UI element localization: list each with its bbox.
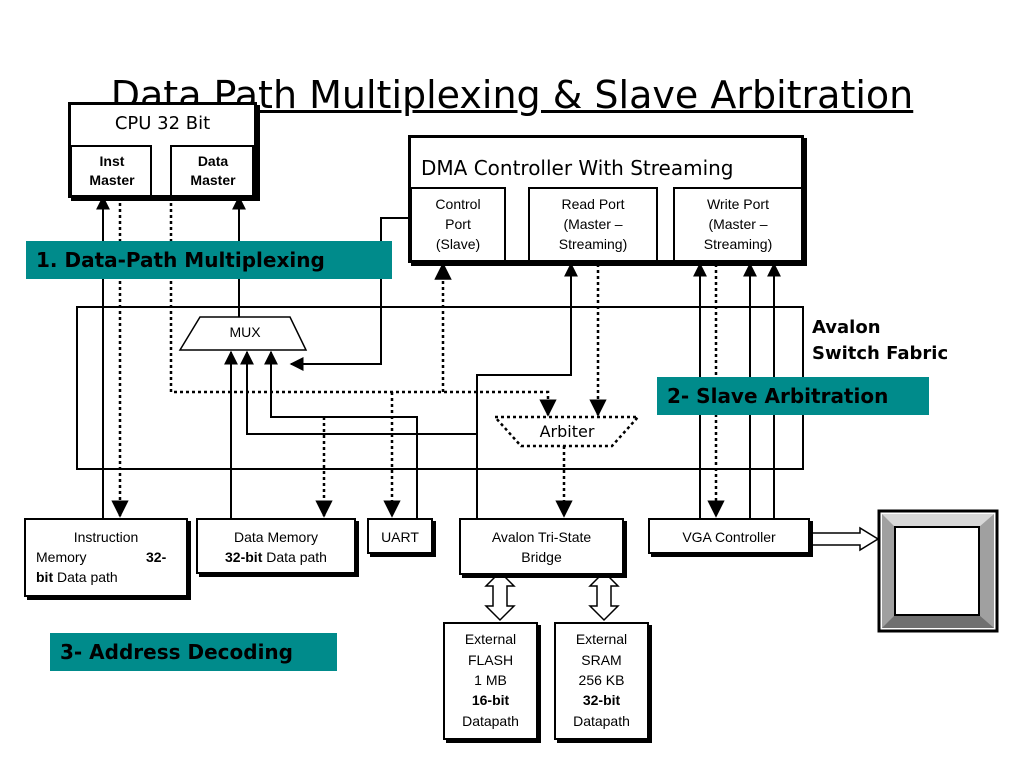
tristate-bridge-line1: Avalon Tri-State — [491, 529, 592, 545]
write-port-box: Write Port (Master – Streaming) — [673, 187, 803, 262]
sram-line2: SRAM — [581, 652, 622, 668]
data-memory-line1: Data Memory — [233, 529, 319, 545]
read-port-line3: Streaming) — [558, 236, 628, 252]
wire-control-port-to-mux — [289, 217, 409, 371]
cpu-label: CPU 32 Bit — [114, 113, 211, 134]
tristate-bridge-line2: Bridge — [521, 549, 562, 565]
write-port-line3: Streaming) — [703, 236, 773, 252]
sram-line3: 256 KB — [578, 672, 625, 688]
read-port-box: Read Port (Master – Streaming) — [528, 187, 658, 262]
write-port-line1: Write Port — [707, 196, 769, 212]
control-port-line1: Control — [435, 196, 481, 212]
control-port-line2: Port — [445, 216, 471, 232]
avalon-fabric-label-line1: Avalon — [812, 317, 881, 338]
flash-line5: Datapath — [462, 713, 519, 729]
read-port-line1: Read Port — [561, 196, 625, 212]
uart-label: UART — [381, 529, 419, 545]
flash-line2: FLASH — [467, 652, 514, 668]
instruction-memory-line2b: 32- — [146, 549, 167, 565]
arbiter-label: Arbiter — [539, 422, 595, 441]
wire-uart-to-mux — [264, 350, 418, 518]
data-memory-box: Data Memory 32-bit Data path — [196, 518, 356, 574]
sram-line5: Datapath — [573, 713, 630, 729]
vga-controller-box: VGA Controller — [648, 518, 810, 554]
inst-master-label: Inst Master — [89, 153, 135, 188]
avalon-fabric-label-line2: Switch Fabric — [812, 343, 949, 364]
instruction-memory-line1: Instruction — [73, 529, 139, 545]
external-sram-box: External SRAM 256 KB 32-bit Datapath — [554, 622, 649, 740]
write-port-line2: (Master – — [708, 216, 768, 232]
wire-bridge-to-mux — [240, 350, 478, 518]
read-port-line2: (Master – — [563, 216, 623, 232]
instruction-memory-line3b: Data path — [53, 569, 118, 585]
monitor-icon — [877, 509, 999, 633]
flash-line4: 16-bit — [471, 692, 510, 708]
wire-read-port-to-bridge — [476, 262, 578, 434]
callout-address-decoding: 3- Address Decoding — [50, 633, 337, 671]
mux-label: MUX — [229, 324, 261, 340]
data-memory-line2b: Data path — [262, 549, 327, 565]
flash-line3: 1 MB — [474, 672, 507, 688]
control-port-box: Control Port (Slave) — [410, 187, 506, 262]
flash-line1: External — [464, 631, 517, 647]
vga-to-monitor-arrow — [809, 526, 880, 552]
sram-line1: External — [575, 631, 628, 647]
instruction-memory-line3: bit Data path — [36, 568, 118, 587]
data-memory-line2: 32-bit Data path — [198, 548, 354, 567]
bridge-sram-arrow — [588, 570, 620, 622]
wire-data-master-address — [169, 197, 557, 417]
vga-controller-label: VGA Controller — [682, 529, 776, 545]
instruction-memory-box: Instruction Memory 32- bit Data path — [24, 518, 188, 597]
data-memory-line2a: 32-bit — [225, 549, 263, 565]
mux-shape — [178, 316, 308, 351]
instruction-memory-line3a: bit — [36, 569, 54, 585]
callout-slave-arbitration: 2- Slave Arbitration — [657, 377, 929, 415]
uart-box: UART — [367, 518, 433, 554]
callout-data-path-multiplexing: 1. Data-Path Multiplexing — [26, 241, 392, 279]
inst-master-box: Inst Master — [70, 145, 152, 197]
control-port-line3: (Slave) — [435, 236, 481, 252]
data-master-box: Data Master — [170, 145, 254, 197]
arbiter-shape — [492, 415, 641, 448]
external-flash-box: External FLASH 1 MB 16-bit Datapath — [443, 622, 538, 740]
bridge-flash-arrow — [484, 570, 516, 622]
tristate-bridge-box: Avalon Tri-State Bridge — [459, 518, 624, 575]
sram-line4: 32-bit — [582, 692, 621, 708]
dma-label: DMA Controller With Streaming — [421, 156, 734, 180]
instruction-memory-line2a: Memory — [36, 549, 87, 565]
data-master-label: Data Master — [190, 153, 236, 188]
